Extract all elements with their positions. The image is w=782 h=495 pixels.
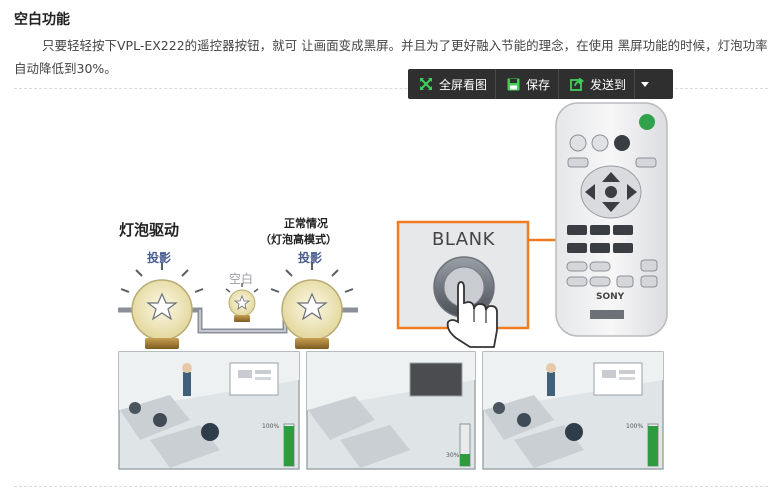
normal-mode-label: 正常情况 — [284, 217, 328, 230]
pointing-hand-icon — [446, 281, 498, 348]
image-toolbar: 全屏看图 保存 发送到 — [408, 69, 673, 99]
expand-arrows-icon — [420, 78, 432, 90]
lamp-blank-icon — [225, 283, 259, 322]
remote-control-image — [555, 102, 668, 337]
lamp-normal-icon — [270, 262, 354, 349]
fullscreen-button[interactable]: 全屏看图 — [408, 69, 497, 99]
share-arrow-icon — [570, 77, 585, 91]
meter-low-label: 30% — [446, 452, 460, 459]
projecting-label-2: 投影 — [298, 251, 323, 265]
blank-screen — [409, 362, 463, 397]
divider-top — [14, 88, 768, 89]
save-label: 保存 — [526, 77, 551, 92]
projecting-label-1: 投影 — [147, 251, 172, 265]
meter-top-label-2: 100% — [626, 423, 644, 430]
article-paragraph: 只要轻轻按下VPL-EX222的遥控器按钮，就可 让画面变成黑屏。并且为了更好融… — [14, 38, 768, 76]
article-heading: 空白功能 — [14, 12, 70, 28]
fullscreen-label: 全屏看图 — [439, 77, 488, 92]
save-button[interactable]: 保存 — [496, 69, 560, 99]
send-to-dropdown[interactable] — [635, 69, 658, 99]
blank-label: 空白 — [229, 272, 254, 286]
meter-top-label-1: 100% — [262, 423, 280, 430]
scene-projecting — [118, 351, 300, 470]
remote-brand-label: SONY — [596, 292, 625, 302]
send-to-label: 发送到 — [590, 77, 627, 92]
scene-normal — [482, 351, 664, 470]
caret-down-icon — [641, 81, 650, 87]
blank-button-label: BLANK — [432, 229, 495, 250]
lamp-high-mode-label: （灯泡高模式） — [260, 233, 337, 246]
floppy-disk-icon — [507, 78, 520, 90]
lamp-projecting-icon — [120, 262, 204, 349]
scene-blank — [306, 351, 476, 470]
send-to-button[interactable]: 发送到 — [559, 69, 636, 99]
lamp-drive-title: 灯泡驱动 — [119, 221, 180, 239]
divider-bottom — [14, 486, 768, 487]
